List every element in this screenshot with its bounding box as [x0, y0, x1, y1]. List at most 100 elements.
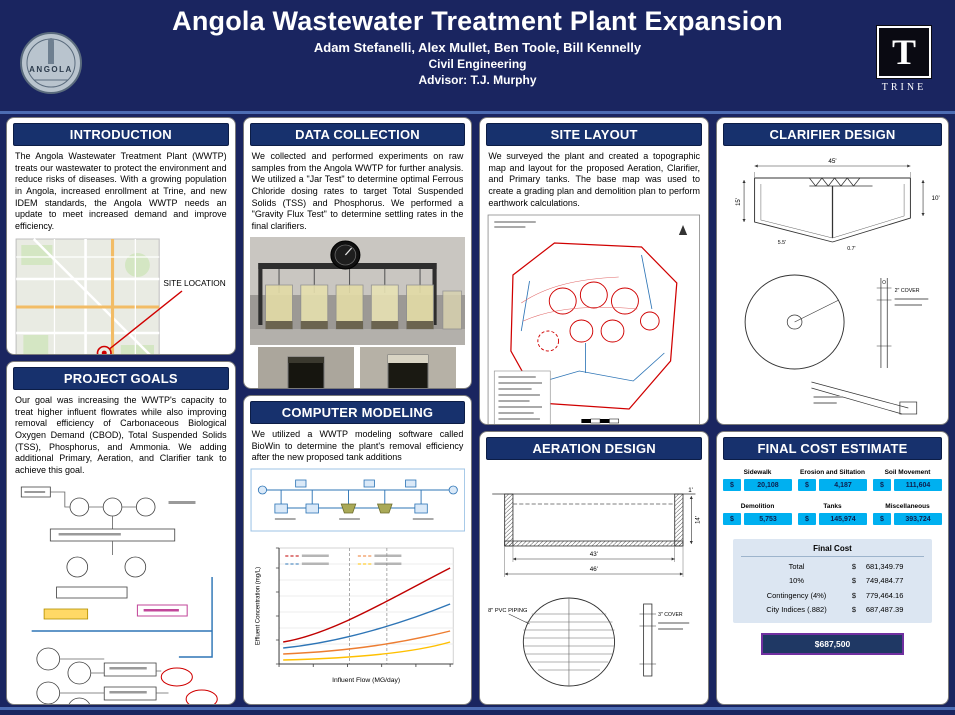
angola-city-logo: ANGOLA [20, 32, 82, 94]
currency-chip: $ [798, 479, 816, 491]
north-arrow-icon [679, 225, 688, 236]
currency-chip: $ [723, 479, 741, 491]
final-cost-highlight: $687,500 [760, 633, 905, 655]
panel-aeration-design: AERATION DESIGN 1' 14' [479, 431, 709, 705]
angola-logo-text: ANGOLA [29, 65, 73, 74]
trine-university-logo: T TRINE [875, 25, 933, 93]
currency-chip: $ [873, 513, 891, 525]
scale-bar [581, 419, 620, 424]
site-location-map: SITE LOCATION [13, 237, 229, 354]
dim-inner-width: 43' [590, 551, 598, 558]
sample-photo-1 [258, 346, 355, 388]
data-collection-text: We collected and performed experiments o… [251, 151, 464, 232]
poster-header: ANGOLA Angola Wastewater Treatment Plant… [0, 0, 955, 107]
tank-circles [537, 281, 660, 352]
cover-label: 2" COVER [895, 288, 920, 294]
series-orange [282, 630, 450, 655]
value-chip: 5,753 [744, 513, 792, 525]
jar-beakers [264, 284, 434, 330]
series-yellow [282, 641, 450, 661]
cost-items-grid: Sidewalk $ 20,108 Erosion and Siltation … [723, 469, 942, 525]
project-goals-header: PROJECT GOALS [13, 367, 229, 390]
cost-item-misc: Miscellaneous $ 393,724 [873, 503, 942, 525]
currency-chip: $ [873, 479, 891, 491]
cost-item-demolition: Demolition $ 5,753 [723, 503, 792, 525]
dim-depth: 14' [695, 516, 702, 524]
radius-line [794, 299, 839, 323]
poster-title: Angola Wastewater Treatment Plant Expans… [172, 6, 783, 36]
monument-icon [48, 42, 54, 64]
dim-width: 45' [828, 158, 836, 165]
project-goals-text: Our goal was increasing the WWTP's capac… [15, 395, 227, 476]
cost-item-sidewalk: Sidewalk $ 20,108 [723, 469, 792, 491]
reference-lines [348, 548, 387, 665]
panel-computer-modeling: COMPUTER MODELING We utilized a WWTP mod… [242, 395, 473, 705]
column-4: CLARIFIER DESIGN 45' 15' [716, 117, 949, 705]
currency-chip: $ [798, 513, 816, 525]
aeration-design-header: AERATION DESIGN [486, 437, 702, 460]
dim-floor-b: 0.7' [847, 246, 855, 252]
value-chip: 145,974 [819, 513, 867, 525]
aeration-detail: 3" COVER [639, 603, 690, 677]
chart-legend [284, 554, 402, 566]
introduction-text: The Angola Wastewater Treatment Plant (W… [15, 151, 227, 232]
effluent-chart: Influent Flow (MG/day) Effluent Concentr… [250, 534, 466, 692]
clarifier-drawing: 45' 15' 10' 5.5' 0.7' [723, 150, 942, 422]
panel-project-goals: PROJECT GOALS Our goal was increasing th… [6, 361, 236, 705]
dim-outer-width: 46' [590, 566, 598, 573]
data-collection-header: DATA COLLECTION [249, 123, 466, 146]
site-layout-text: We surveyed the plant and created a topo… [488, 151, 700, 208]
value-chip: 20,108 [744, 479, 792, 491]
cover-label: 3" COVER [658, 612, 683, 618]
blue-flow-line [31, 576, 213, 658]
footer-separator [0, 707, 955, 710]
clarifier-design-header: CLARIFIER DESIGN [723, 123, 942, 146]
panel-clarifier-design: CLARIFIER DESIGN 45' 15' [716, 117, 949, 425]
series-blue [282, 603, 451, 649]
red-node [160, 667, 193, 687]
cost-item-soil: Soil Movement $ 111,604 [873, 469, 942, 491]
trine-logo-text: TRINE [881, 82, 927, 93]
poster-department: Civil Engineering [428, 57, 527, 71]
sample-photos [250, 346, 466, 388]
series-red [282, 567, 451, 643]
title-block: Angola Wastewater Treatment Plant Expans… [0, 6, 955, 87]
value-chip: 393,724 [894, 513, 942, 525]
table-row-contingency: Contingency (4%) $ 779,464.16 [766, 590, 904, 600]
dim-right-depth: 10' [931, 195, 939, 202]
currency-chip: $ [723, 513, 741, 525]
aeration-drawing: 1' 14' 43' 46' 8" PVC PI [486, 464, 702, 700]
poster-advisor: Advisor: T.J. Murphy [418, 73, 537, 87]
final-cost-table: Final Cost Total $ 681,349.79 10% $ 749,… [733, 539, 932, 623]
introduction-header: INTRODUCTION [13, 123, 229, 146]
table-row-city-indices: City Indices (.882) $ 687,487.39 [766, 604, 904, 614]
dim-left-depth: 15' [735, 198, 742, 206]
final-cost-header: FINAL COST ESTIMATE [723, 437, 942, 460]
highlight-node [43, 608, 89, 620]
weir-detail: 2" COVER [876, 278, 929, 368]
trine-logo-shield: T [876, 25, 932, 79]
dim-floor-a: 5.5' [778, 240, 786, 246]
value-chip: 4,187 [819, 479, 867, 491]
cost-item-tanks: Tanks $ 145,974 [798, 503, 867, 525]
biowin-model-diagram [250, 468, 466, 532]
process-flow-diagram [13, 481, 229, 704]
cost-item-erosion: Erosion and Siltation $ 4,187 [798, 469, 867, 491]
site-plan-drawing [486, 213, 702, 424]
tank-icon [376, 503, 393, 514]
panel-introduction: INTRODUCTION The Angola Wastewater Treat… [6, 117, 236, 355]
site-location-label: SITE LOCATION [163, 279, 225, 288]
clarifier-plan-circle [744, 274, 845, 370]
panel-final-cost: FINAL COST ESTIMATE Sidewalk $ 20,108 Er… [716, 431, 949, 705]
site-marker [96, 345, 112, 354]
panel-site-layout: SITE LAYOUT We surveyed the plant and cr… [479, 117, 709, 425]
dim-freeboard: 1' [689, 487, 694, 494]
table-row-total: Total $ 681,349.79 [788, 562, 904, 571]
tank-icon [340, 503, 356, 514]
column-1: INTRODUCTION The Angola Wastewater Treat… [6, 117, 236, 705]
final-cost-table-title: Final Cost [741, 544, 924, 557]
site-leader-line [108, 290, 183, 350]
site-layout-header: SITE LAYOUT [486, 123, 702, 146]
computer-modeling-text: We utilized a WWTP modeling software cal… [251, 429, 464, 463]
value-chip: 111,604 [894, 479, 942, 491]
